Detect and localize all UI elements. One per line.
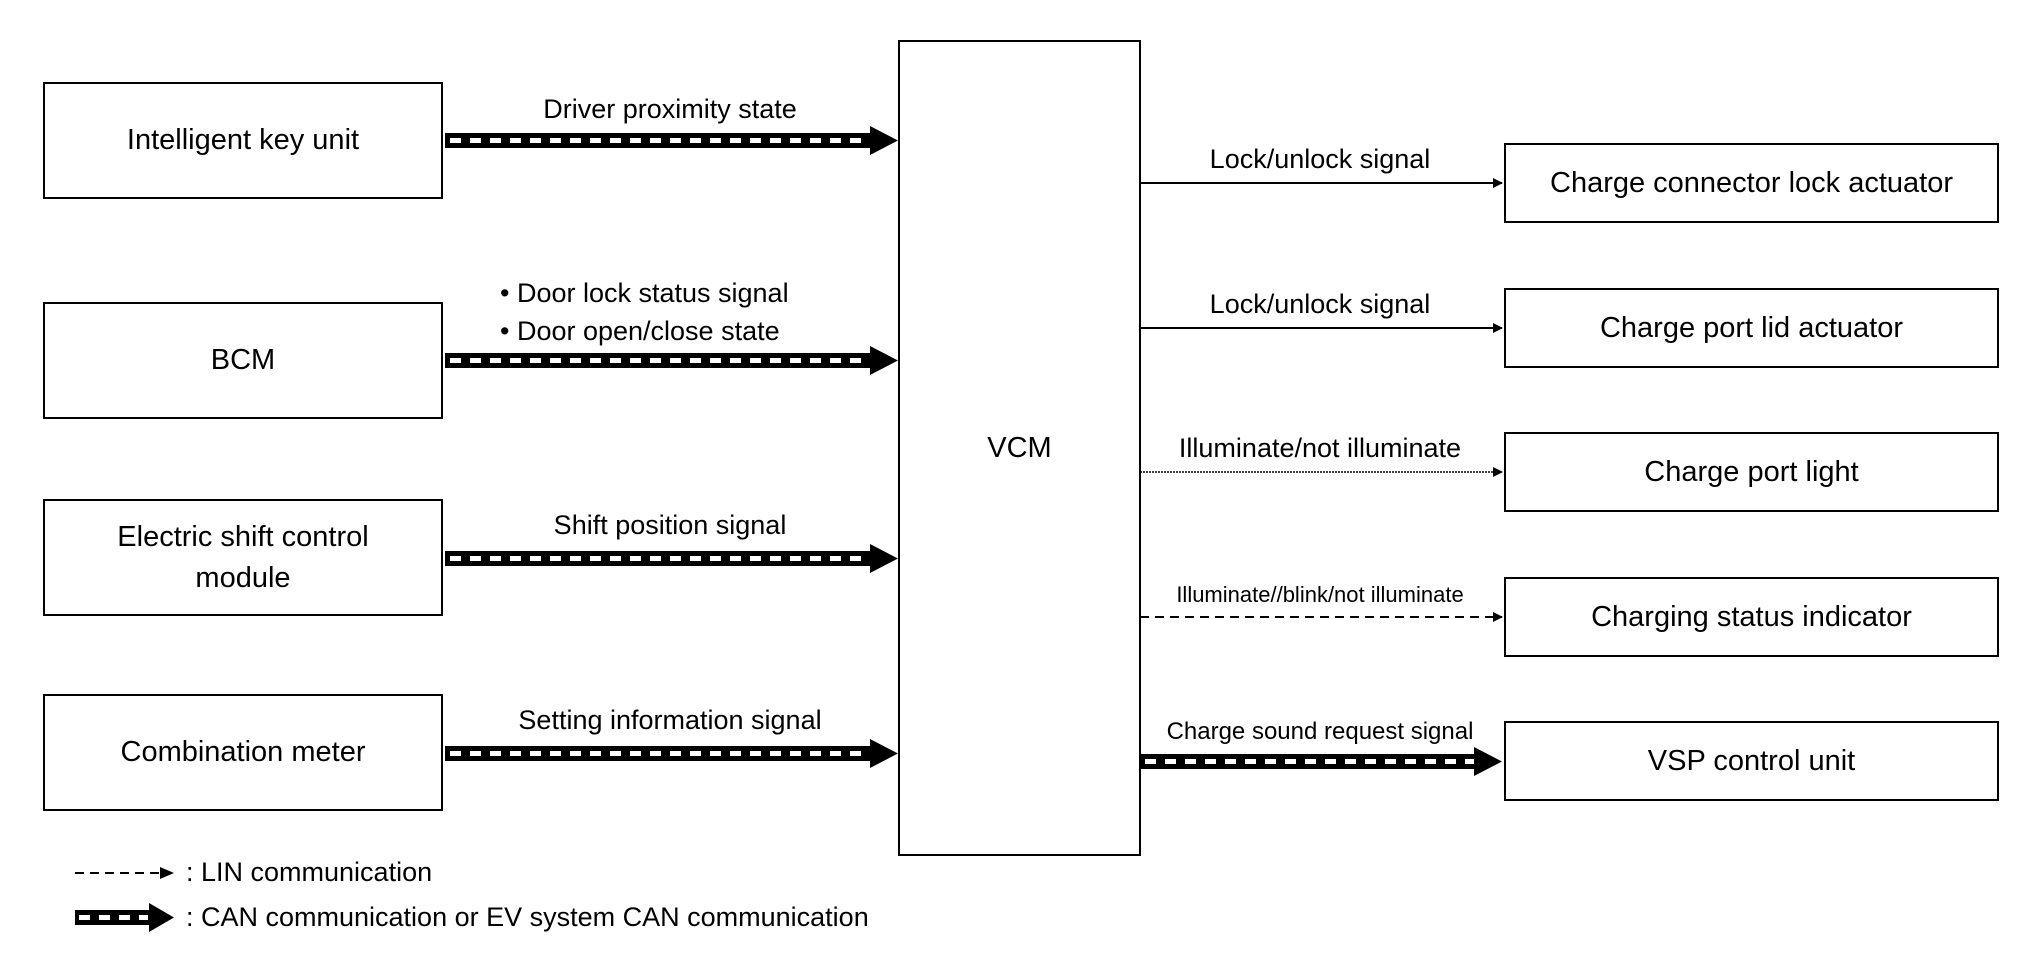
bcm-signal-label-line-1: • Door lock status signal	[500, 278, 789, 308]
charging-status-indicator-box: Charging status indicator	[1504, 577, 1999, 657]
vcm-label: VCM	[987, 431, 1052, 464]
can-connector-electric-shift	[445, 544, 898, 573]
legend-lin-text: : LIN communication	[186, 857, 433, 887]
driver-proximity-signal-label: Driver proximity state	[543, 94, 797, 124]
vsp-control-unit-label: VSP control unit	[1647, 744, 1856, 777]
can-connector-intelligent-key	[445, 126, 898, 155]
intelligent-key-unit-label: Intelligent key unit	[126, 124, 360, 157]
setting-information-signal-label: Setting information signal	[518, 705, 822, 735]
bcm-signal-label-line-2: • Door open/close state	[500, 316, 780, 346]
illuminate-blink-signal-label: Illuminate//blink/not illuminate	[1176, 582, 1464, 607]
combination-meter-label: Combination meter	[120, 736, 366, 769]
illuminate-signal-label: Illuminate/not illuminate	[1178, 433, 1462, 463]
dashed-arrow-icon	[75, 867, 174, 879]
can-connector-vsp	[1140, 747, 1502, 776]
bcm-label: BCM	[210, 344, 276, 377]
bcm-box: BCM	[43, 302, 443, 419]
charge-port-lid-actuator-label: Charge port lid actuator	[1599, 311, 1904, 344]
charge-port-light-box: Charge port light	[1504, 432, 1999, 512]
vcm-box: VCM	[898, 40, 1141, 856]
can-connector-combination-meter	[445, 739, 898, 768]
charge-connector-lock-actuator-label: Charge connector lock actuator	[1550, 166, 1953, 199]
lock-unlock-signal-label-2: Lock/unlock signal	[1209, 289, 1431, 319]
charging-status-indicator-label: Charging status indicator	[1591, 600, 1912, 633]
electric-shift-label-line-1: Electric shift control	[117, 520, 369, 553]
lock-unlock-signal-label-1: Lock/unlock signal	[1209, 144, 1431, 174]
charge-port-lid-actuator-box: Charge port lid actuator	[1504, 288, 1999, 368]
electric-shift-control-module-box: Electric shift control module	[43, 499, 443, 616]
intelligent-key-unit-box: Intelligent key unit	[43, 82, 443, 199]
vsp-control-unit-box: VSP control unit	[1504, 721, 1999, 801]
charge-sound-request-signal-label: Charge sound request signal	[1166, 718, 1474, 745]
charge-connector-lock-actuator-box: Charge connector lock actuator	[1504, 143, 1999, 223]
charge-port-light-label: Charge port light	[1644, 455, 1859, 488]
legend-can-text: : CAN communication or EV system CAN com…	[186, 902, 869, 932]
shift-position-signal-label: Shift position signal	[553, 510, 787, 540]
can-connector-bcm	[445, 346, 898, 375]
can-arrow-icon	[75, 903, 174, 932]
combination-meter-box: Combination meter	[43, 694, 443, 811]
electric-shift-label-line-2: module	[195, 561, 291, 594]
